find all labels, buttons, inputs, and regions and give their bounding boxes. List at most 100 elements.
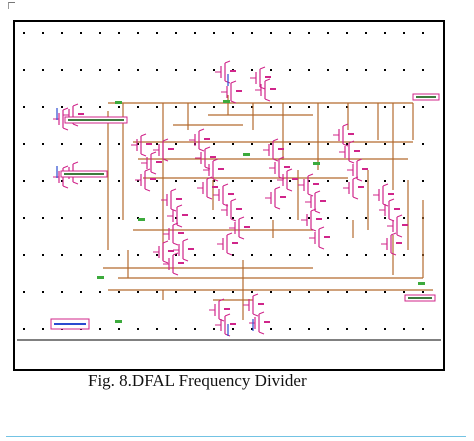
grid-dot [365, 106, 367, 108]
transistor-drain [182, 238, 189, 242]
grid-dot [422, 291, 424, 293]
transistor-tag [224, 308, 230, 310]
grid-dot [213, 291, 215, 293]
transistor-drain [348, 140, 355, 144]
transistor-cell [250, 66, 271, 90]
grid-dot [251, 180, 253, 182]
grid-dot [251, 217, 253, 219]
grid-dot [99, 217, 101, 219]
transistor-drain [62, 107, 69, 111]
grid-dot [403, 32, 405, 34]
footer-rule [6, 436, 466, 437]
transistor-drain [264, 78, 271, 82]
transistor-tag [228, 193, 234, 195]
transistor-drain [230, 198, 237, 202]
io-ports [50, 93, 440, 330]
grid-dot [213, 106, 215, 108]
transistor-drain [222, 183, 229, 187]
transistor-source [150, 171, 157, 175]
grid-dot [137, 143, 139, 145]
grid-dot [61, 69, 63, 71]
transistor-drain [258, 311, 265, 315]
transistor-cell [309, 226, 330, 250]
transistor-source [238, 236, 245, 240]
transistor-source [314, 210, 321, 214]
grid-dot [384, 106, 386, 108]
transistor-drain [172, 222, 179, 226]
grid-dot [23, 254, 25, 256]
transistor-tag [320, 200, 326, 202]
grid-dot [213, 143, 215, 145]
grid-dot [384, 291, 386, 293]
grid-dot [99, 32, 101, 34]
transistor-drain [144, 168, 151, 172]
grid-dot [346, 328, 348, 330]
transistor-source [172, 242, 179, 246]
grid-dot [99, 291, 101, 293]
transistor-drain [238, 216, 245, 220]
transistor-tag [394, 208, 400, 210]
grid-dot [346, 180, 348, 182]
transistor-cell [243, 293, 264, 317]
transistor-tag [218, 168, 224, 170]
grid-dot [118, 328, 120, 330]
grid-dot [327, 217, 329, 219]
grid-dot [80, 143, 82, 145]
grid-dot [327, 291, 329, 293]
grid-dot [156, 106, 158, 108]
grid-dot [365, 143, 367, 145]
transistor-cell [209, 298, 230, 322]
grid-dot [270, 180, 272, 182]
grid-dot [80, 254, 82, 256]
transistor-cell [221, 198, 242, 222]
grid-dot [42, 106, 44, 108]
grid-dot [42, 328, 44, 330]
transistor-tag [236, 208, 242, 210]
grid-dot [232, 291, 234, 293]
transistor-cell [333, 123, 354, 147]
grid-dot [346, 291, 348, 293]
transistor-drain [212, 158, 219, 162]
grid-dot [422, 328, 424, 330]
grid-dot [194, 69, 196, 71]
transistor-source [274, 206, 281, 210]
transistor-drain [170, 188, 177, 192]
grid-dot [232, 143, 234, 145]
transistor-source [230, 218, 237, 222]
transistor-drain [204, 146, 211, 150]
transistor-tag [168, 250, 174, 252]
transistor-tag [210, 156, 216, 158]
schematic-border [13, 20, 445, 371]
transistor-drain [224, 313, 231, 317]
transistor-tag [316, 218, 322, 220]
grid-dot [42, 254, 44, 256]
transistor-source [307, 193, 314, 197]
grid-dot [80, 106, 82, 108]
grid-dot [289, 217, 291, 219]
transistor-cell [197, 176, 218, 200]
transistor-tag [264, 321, 270, 323]
grid-dot [175, 328, 177, 330]
transistor-source [226, 252, 233, 256]
transistor-tag [182, 214, 188, 216]
grid-dot [23, 69, 25, 71]
transistor-cell [381, 232, 402, 256]
grid-dot [118, 69, 120, 71]
transistor-drain [388, 198, 395, 202]
transistor-tag [178, 262, 184, 264]
grid-dot [80, 69, 82, 71]
grid-dot [365, 180, 367, 182]
grid-dot [118, 291, 120, 293]
grid-dot [289, 180, 291, 182]
transistor-source [172, 272, 179, 276]
transistor-source [390, 252, 397, 256]
grid-dot [384, 143, 386, 145]
grid-dot [403, 143, 405, 145]
grid-dot [365, 328, 367, 330]
page-corner-mark [8, 2, 15, 9]
grid-dot [156, 217, 158, 219]
grid-dot [422, 69, 424, 71]
pin-marker [138, 218, 145, 221]
transistor-drain [278, 156, 285, 160]
grid-dot [80, 180, 82, 182]
